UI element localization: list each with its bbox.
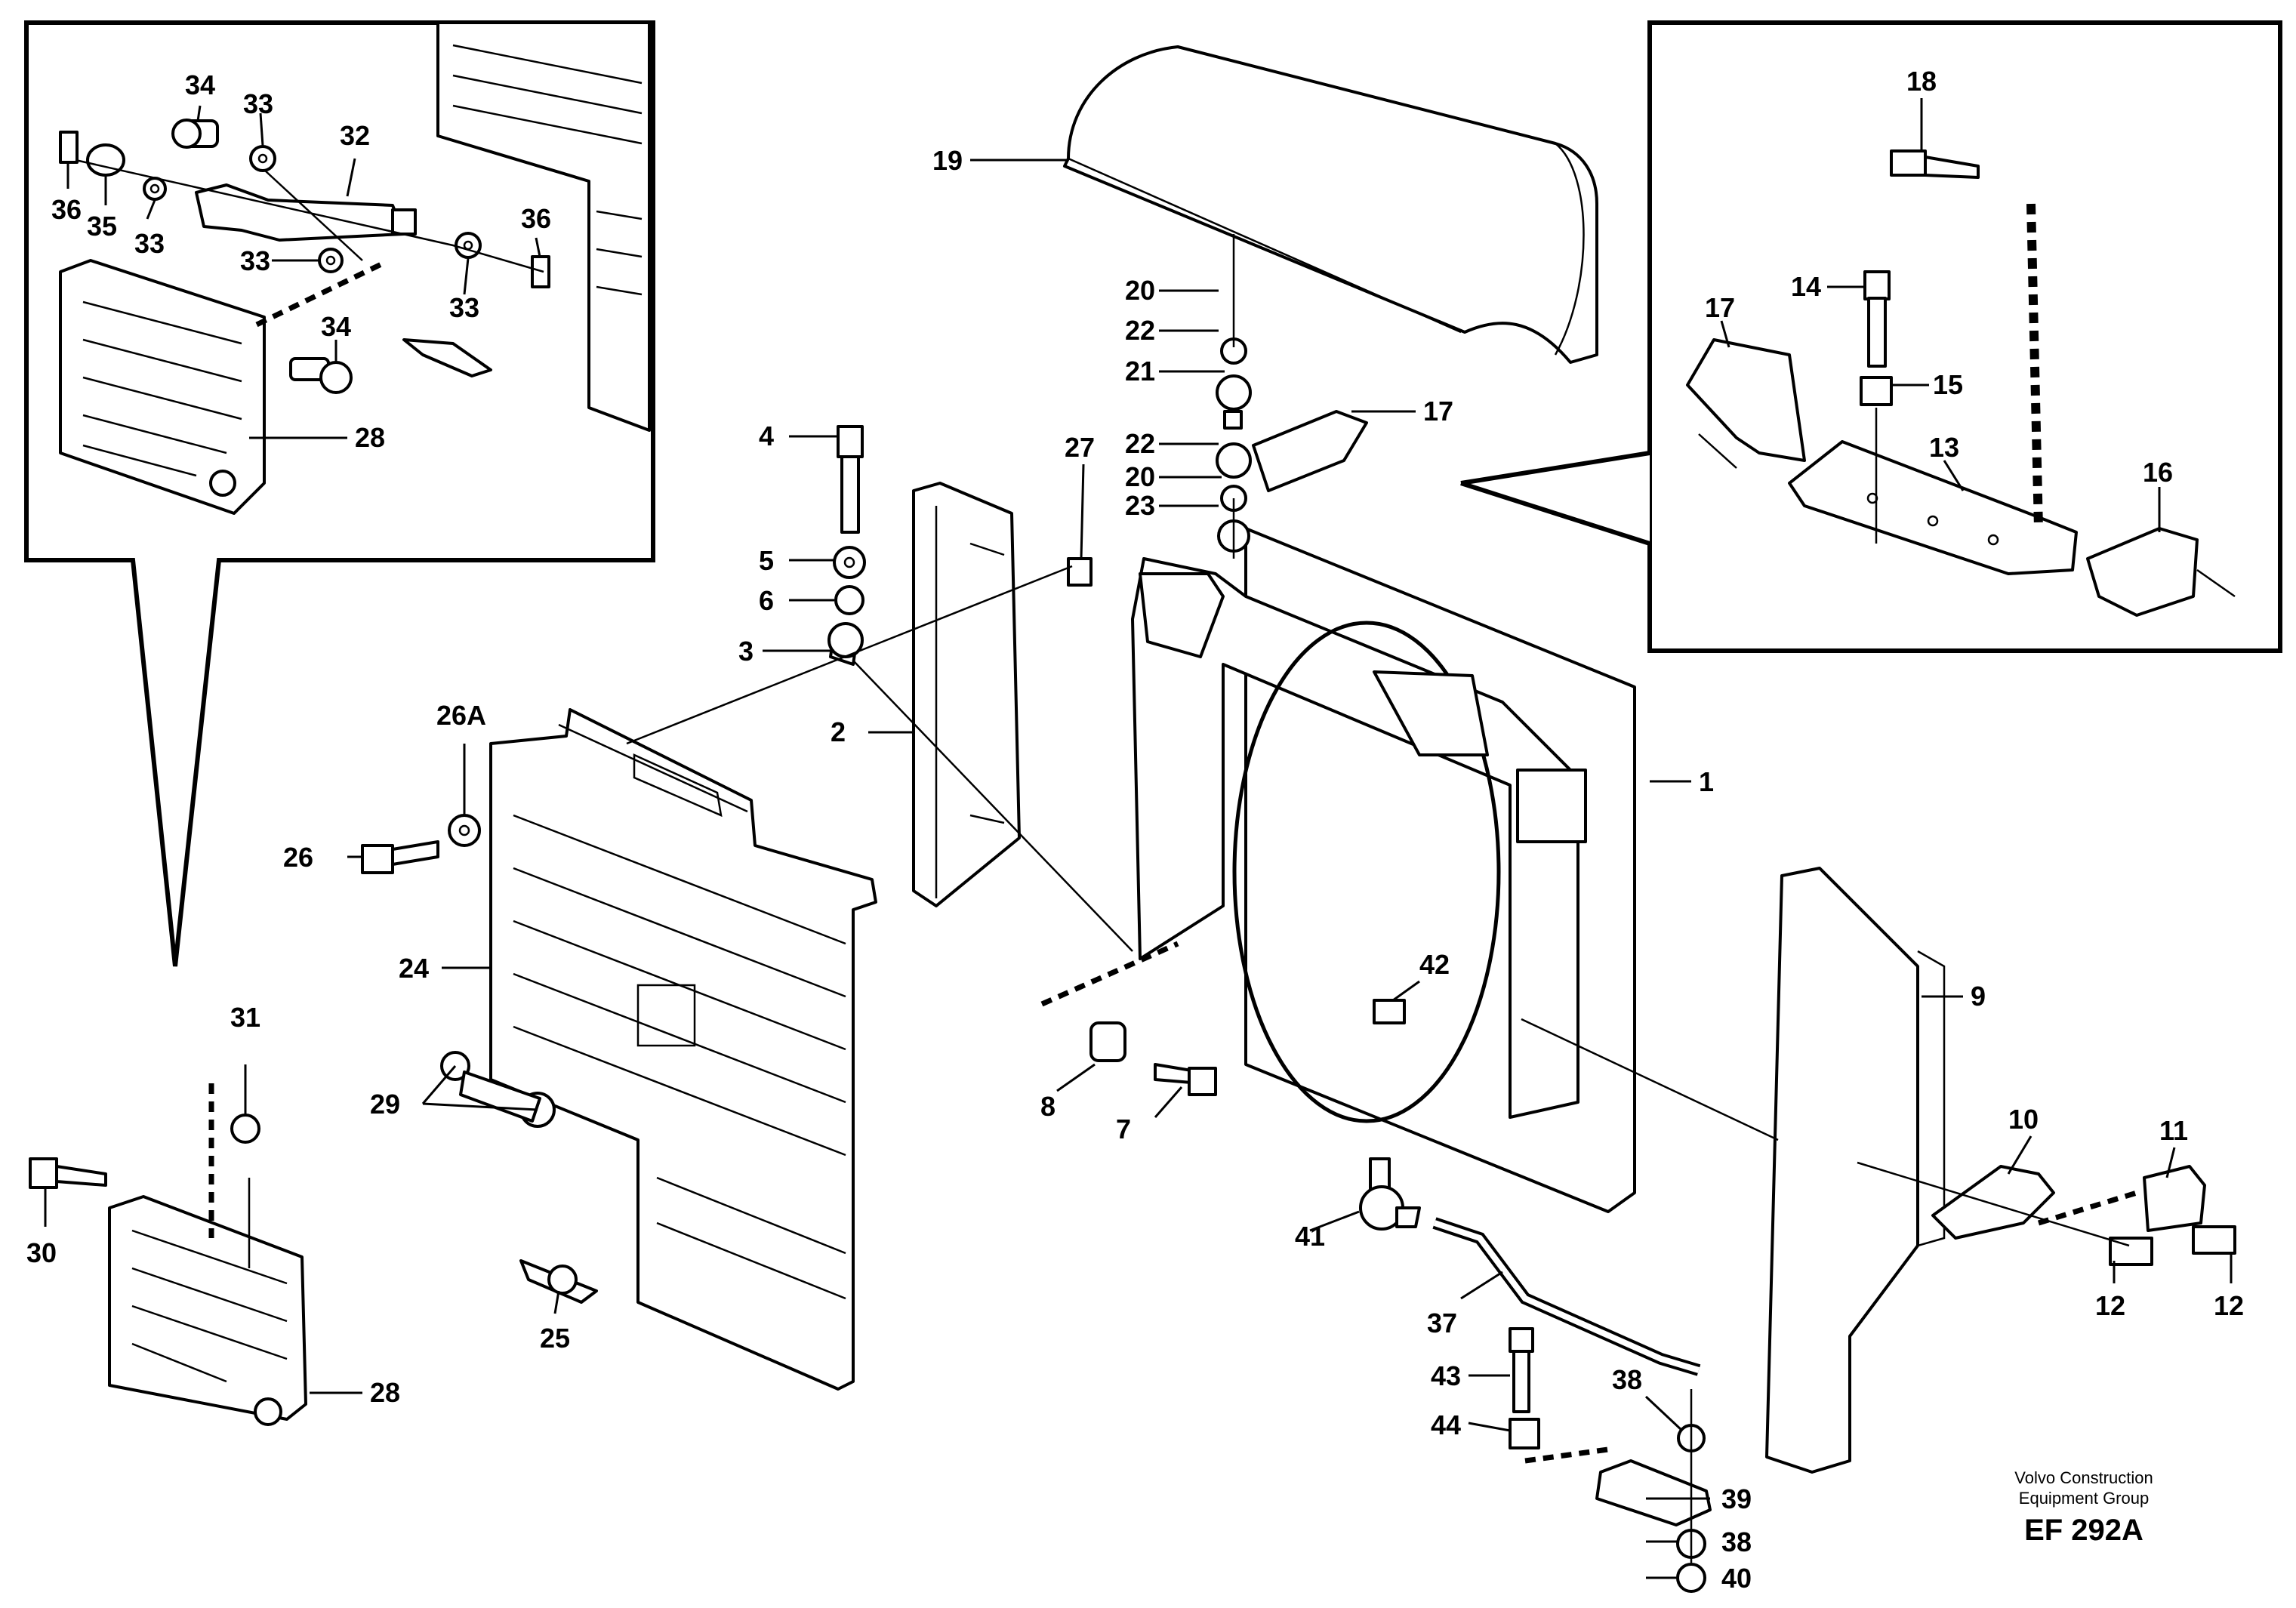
credit-line-1: Volvo Construction xyxy=(2014,1468,2153,1487)
side-panel-2 xyxy=(912,482,1021,907)
label-17b: 17 xyxy=(1423,396,1453,427)
label-25: 25 xyxy=(540,1323,570,1354)
label-6: 6 xyxy=(759,585,774,616)
label-39: 39 xyxy=(1721,1483,1752,1514)
label-40: 40 xyxy=(1721,1563,1752,1594)
label-24: 24 xyxy=(399,953,429,984)
label-32: 32 xyxy=(340,120,370,151)
label-28a: 28 xyxy=(355,422,385,453)
label-4: 4 xyxy=(759,420,774,451)
part-number-labels: 1 2 3 4 5 6 7 8 9 10 11 12 12 13 14 15 1… xyxy=(26,66,2244,1594)
label-44: 44 xyxy=(1431,1409,1461,1440)
label-31: 31 xyxy=(230,1002,260,1033)
right-detail-inset xyxy=(1460,20,2282,653)
label-5: 5 xyxy=(759,545,774,576)
label-17a: 17 xyxy=(1705,292,1735,323)
label-29: 29 xyxy=(370,1089,400,1120)
label-21: 21 xyxy=(1125,356,1155,387)
label-27: 27 xyxy=(1065,432,1095,463)
label-20a: 20 xyxy=(1125,275,1155,306)
panel-28 xyxy=(108,1195,307,1421)
door-panel-24 xyxy=(489,708,877,1391)
label-26A: 26A xyxy=(436,700,486,731)
label-15: 15 xyxy=(1933,369,1963,400)
label-38a: 38 xyxy=(1612,1364,1642,1395)
label-33d: 33 xyxy=(449,292,479,323)
label-34a: 34 xyxy=(185,69,215,100)
credit-line-2: Equipment Group xyxy=(2019,1489,2149,1508)
label-12a: 12 xyxy=(2095,1290,2125,1321)
label-12b: 12 xyxy=(2214,1290,2244,1321)
credit-block: Volvo Construction Equipment Group EF 29… xyxy=(2014,1468,2153,1547)
label-16: 16 xyxy=(2143,457,2173,488)
label-36a: 36 xyxy=(51,194,82,225)
label-33a: 33 xyxy=(243,88,273,119)
label-26: 26 xyxy=(283,842,313,873)
left-detail-inset xyxy=(24,20,655,967)
label-18: 18 xyxy=(1906,66,1937,97)
label-37: 37 xyxy=(1427,1308,1457,1338)
label-35: 35 xyxy=(87,211,117,242)
label-41: 41 xyxy=(1295,1221,1325,1252)
side-panel-9 xyxy=(1765,867,1919,1474)
label-2: 2 xyxy=(831,716,846,747)
label-10: 10 xyxy=(2008,1104,2039,1135)
label-9: 9 xyxy=(1971,981,1986,1012)
label-22a: 22 xyxy=(1125,315,1155,346)
label-42: 42 xyxy=(1419,949,1450,980)
label-13: 13 xyxy=(1929,432,1959,463)
label-28b: 28 xyxy=(370,1377,400,1408)
label-8: 8 xyxy=(1040,1091,1056,1122)
label-33c: 33 xyxy=(240,245,270,276)
label-19: 19 xyxy=(932,145,963,176)
drawing-code: EF 292A xyxy=(2024,1514,2143,1547)
label-38b: 38 xyxy=(1721,1526,1752,1557)
label-14: 14 xyxy=(1791,271,1821,302)
label-34b: 34 xyxy=(321,311,351,342)
label-33b: 33 xyxy=(134,228,165,259)
label-30: 30 xyxy=(26,1237,57,1268)
cover-19 xyxy=(1063,45,1598,364)
leader-lines xyxy=(44,98,2233,1579)
label-43: 43 xyxy=(1431,1360,1461,1391)
label-36b: 36 xyxy=(521,203,551,234)
label-3: 3 xyxy=(738,636,754,667)
label-11: 11 xyxy=(2159,1115,2188,1146)
label-20b: 20 xyxy=(1125,461,1155,492)
label-23: 23 xyxy=(1125,490,1155,521)
label-1: 1 xyxy=(1699,766,1714,797)
label-7: 7 xyxy=(1116,1114,1131,1144)
label-22b: 22 xyxy=(1125,428,1155,459)
